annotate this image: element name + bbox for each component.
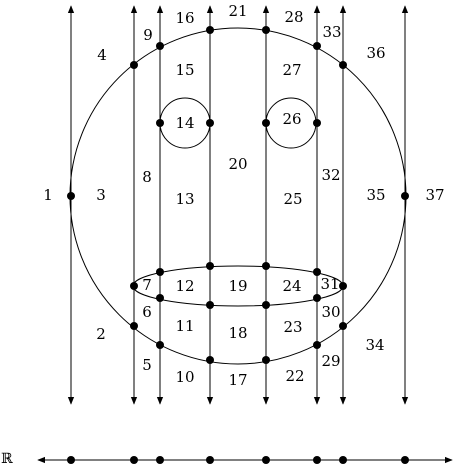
region-label-18: 18: [228, 324, 247, 342]
intersection-point: [313, 341, 321, 349]
region-label-7: 7: [142, 276, 152, 294]
region-label-35: 35: [366, 186, 385, 204]
region-label-32: 32: [321, 166, 340, 184]
axis-points: [67, 456, 409, 464]
intersection-point: [262, 119, 270, 127]
intersection-point: [262, 262, 270, 270]
intersection-point: [206, 119, 214, 127]
region-label-1: 1: [43, 186, 53, 204]
intersection-point: [313, 42, 321, 50]
intersection-point: [313, 119, 321, 127]
outer-circle: [69, 27, 407, 365]
intersection-point: [262, 356, 270, 364]
intersection-point: [156, 341, 164, 349]
intersection-point: [67, 192, 75, 200]
axis-point: [130, 456, 138, 464]
region-label-3: 3: [96, 186, 106, 204]
region-label-16: 16: [175, 9, 194, 27]
region-label-26: 26: [282, 110, 301, 128]
region-label-21: 21: [228, 2, 247, 20]
intersection-point: [206, 356, 214, 364]
region-label-4: 4: [97, 46, 107, 64]
region-labels: 1234567891011121314151617181920212223242…: [43, 2, 444, 389]
region-label-25: 25: [283, 190, 302, 208]
region-label-30: 30: [321, 303, 340, 321]
region-label-15: 15: [175, 61, 194, 79]
axis-point: [67, 456, 75, 464]
region-label-10: 10: [175, 368, 194, 386]
axis-label: ℝ: [1, 451, 13, 465]
axis-point: [313, 456, 321, 464]
region-label-28: 28: [284, 8, 303, 26]
region-label-37: 37: [425, 186, 444, 204]
axis-point: [206, 456, 214, 464]
region-label-13: 13: [175, 190, 194, 208]
region-label-2: 2: [96, 325, 106, 343]
region-label-5: 5: [142, 356, 152, 374]
region-label-31: 31: [320, 275, 339, 293]
intersection-point: [313, 294, 321, 302]
intersection-point: [262, 301, 270, 309]
intersection-point: [339, 61, 347, 69]
region-label-17: 17: [228, 371, 247, 389]
intersection-point: [339, 282, 347, 290]
region-label-22: 22: [285, 367, 304, 385]
region-label-19: 19: [228, 277, 247, 295]
region-label-9: 9: [143, 26, 153, 44]
intersection-point: [262, 26, 270, 34]
intersection-point: [156, 268, 164, 276]
intersection-point: [206, 301, 214, 309]
intersection-point: [130, 322, 138, 330]
intersection-point: [339, 322, 347, 330]
region-label-20: 20: [228, 155, 247, 173]
region-label-24: 24: [282, 277, 301, 295]
intersection-point: [313, 268, 321, 276]
vertical-lines: [67, 5, 409, 405]
region-label-27: 27: [282, 61, 301, 79]
region-label-33: 33: [322, 23, 341, 41]
region-label-29: 29: [321, 352, 340, 370]
intersection-point: [130, 61, 138, 69]
intersection-point: [156, 42, 164, 50]
region-label-6: 6: [142, 303, 152, 321]
region-label-14: 14: [175, 114, 194, 132]
region-label-23: 23: [283, 318, 302, 336]
region-label-36: 36: [366, 44, 385, 62]
axis-point: [156, 456, 164, 464]
axis-point: [262, 456, 270, 464]
axis-point: [401, 456, 409, 464]
intersection-point: [156, 294, 164, 302]
intersection-point: [156, 119, 164, 127]
region-label-8: 8: [142, 168, 152, 186]
intersection-point: [401, 192, 409, 200]
intersection-point: [206, 26, 214, 34]
region-label-11: 11: [175, 317, 194, 335]
region-label-34: 34: [365, 336, 384, 354]
intersection-point: [206, 262, 214, 270]
intersection-points: [67, 26, 409, 364]
region-label-12: 12: [175, 277, 194, 295]
axis-point: [339, 456, 347, 464]
intersection-point: [130, 282, 138, 290]
